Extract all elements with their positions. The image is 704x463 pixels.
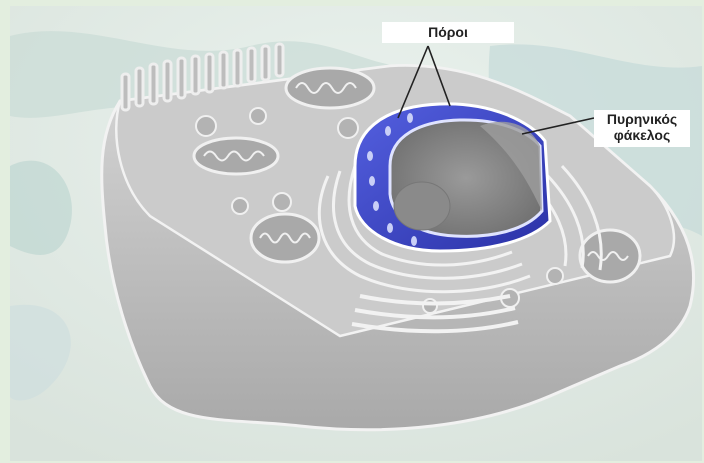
pores-label: Πόροι bbox=[382, 22, 514, 43]
nuclear-envelope-label-line1: Πυρηνικός bbox=[594, 111, 690, 127]
nuclear-envelope-label-line2: φάκελος bbox=[594, 127, 690, 143]
nuclear-envelope-label: Πυρηνικός φάκελος bbox=[594, 110, 690, 147]
cell-illustration bbox=[10, 6, 702, 461]
nucleus bbox=[355, 104, 550, 251]
diagram-frame: Πόροι Πυρηνικός φάκελος bbox=[10, 6, 702, 461]
pores-label-text: Πόροι bbox=[428, 24, 468, 40]
nucleolus bbox=[394, 182, 450, 230]
